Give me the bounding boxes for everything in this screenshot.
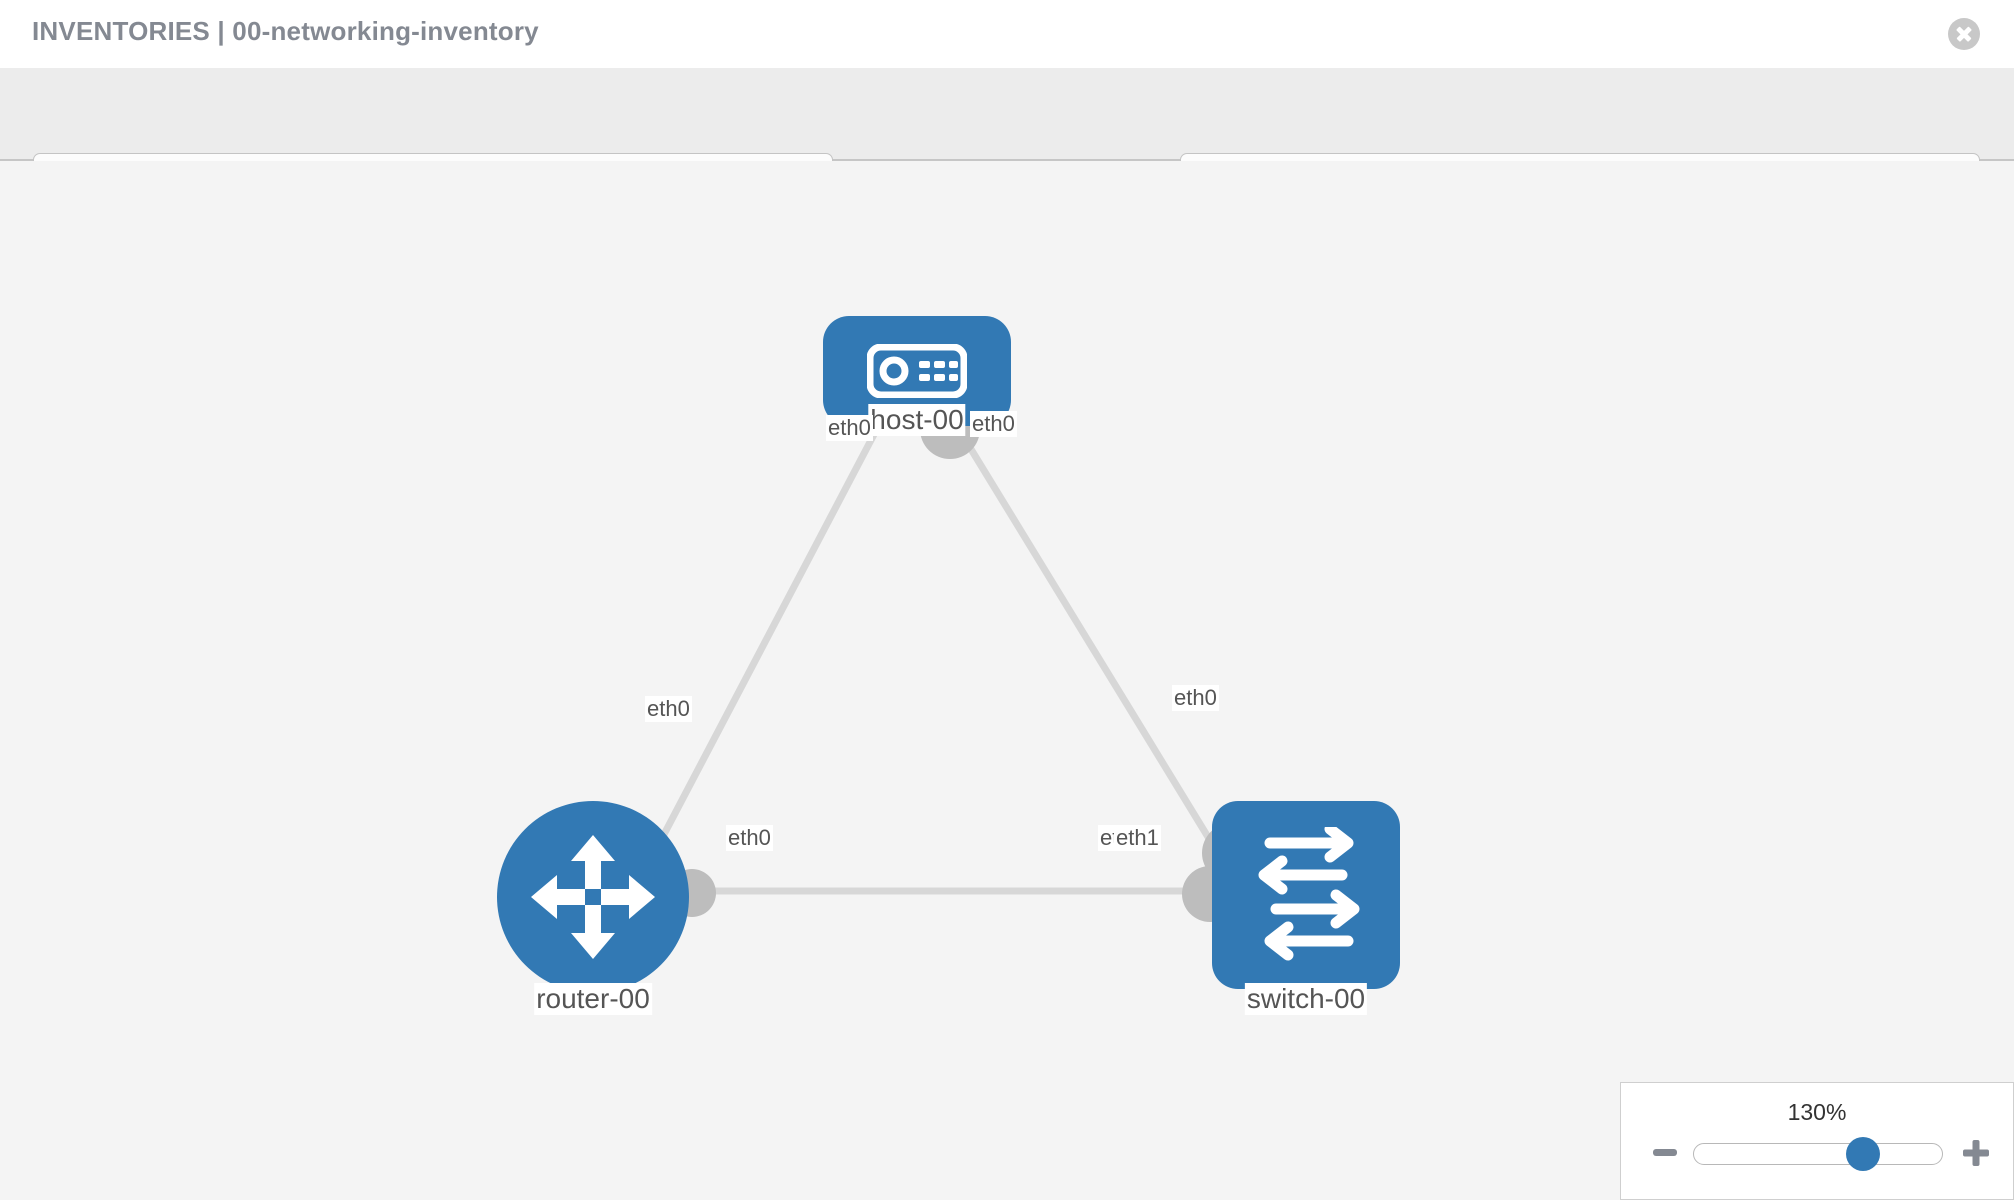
node-shape-router [497, 801, 689, 993]
zoom-out-button[interactable] [1653, 1149, 1677, 1156]
close-icon[interactable] [1948, 18, 1980, 50]
interface-label-router-up: eth0 [645, 696, 692, 722]
zoom-control-panel: 130% [1620, 1082, 2014, 1200]
page-header: INVENTORIES | 00-networking-inventory [0, 0, 2014, 68]
zoom-in-button[interactable] [1963, 1140, 1989, 1166]
node-label-router-00: router-00 [534, 983, 652, 1015]
interface-label-switch-left-eth1: eth1 [1114, 825, 1161, 851]
interface-label-router-right: eth0 [726, 825, 773, 851]
topology-node-host-00[interactable]: host-00 [823, 316, 1011, 436]
server-icon [867, 344, 967, 398]
link-host-router[interactable] [646, 421, 884, 863]
interface-label-switch-up: eth0 [1172, 685, 1219, 711]
node-label-switch-00: switch-00 [1244, 983, 1368, 1015]
switch-arrows-icon [1258, 827, 1360, 961]
topology-node-switch-00[interactable]: switch-00 [1212, 801, 1400, 1015]
zoom-slider-row [1621, 1137, 2013, 1177]
topology-node-router-00[interactable]: router-00 [497, 801, 689, 1015]
page-title: INVENTORIES | 00-networking-inventory [32, 16, 539, 46]
zoom-slider-track[interactable] [1693, 1137, 1943, 1171]
topology-canvas[interactable]: host-00 router-00 [0, 161, 2014, 1200]
node-label-host-00: host-00 [868, 404, 966, 436]
zoom-level-value: 130% [1787, 1099, 1847, 1125]
node-shape-switch [1212, 801, 1400, 989]
zoom-slider-thumb[interactable] [1845, 1137, 1880, 1171]
router-arrows-icon [531, 835, 655, 959]
interface-label-host-left: eth0 [826, 415, 873, 441]
interface-label-host-right: eth0 [970, 411, 1017, 437]
link-host-switch[interactable] [952, 421, 1233, 875]
toolbar: ACTIONS SEARCH [0, 68, 2014, 211]
